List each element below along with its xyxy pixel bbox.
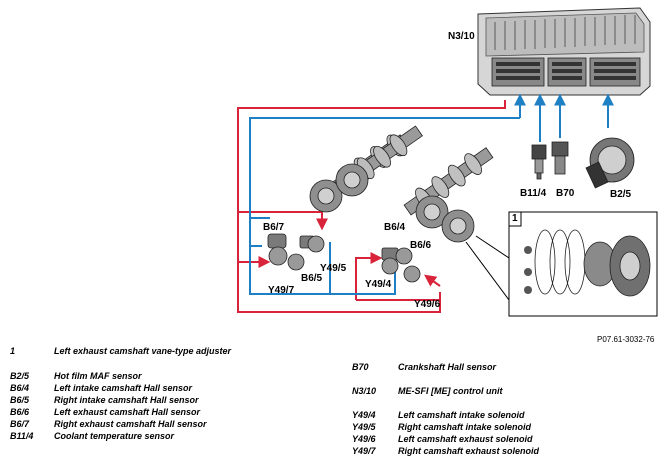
legend-desc: Right exhaust camshaft Hall sensor [54, 419, 207, 429]
legend-code: Y49/4 [352, 410, 376, 420]
system-diagram: N3/10 B11/4 B70 B2/5 B6/7 B6/5 Y49/5 Y49… [237, 7, 658, 317]
legend-desc: ME-SFI [ME] control unit [398, 386, 503, 396]
legend-code: B6/6 [10, 407, 30, 417]
label-b11-4: B11/4 [520, 188, 547, 199]
legend-left: 1 Left exhaust camshaft vane-type adjuste… [10, 346, 330, 461]
legend-desc: Left intake camshaft Hall sensor [54, 383, 193, 393]
legend-desc: Left exhaust camshaft Hall sensor [54, 407, 201, 417]
right-bank-actuators [267, 233, 325, 271]
right-camshafts [309, 125, 423, 213]
legend-desc: Right camshaft intake solenoid [398, 422, 532, 432]
ecu-unit [477, 7, 651, 96]
label-b2-5: B2/5 [610, 189, 632, 200]
legend-code: B6/4 [10, 383, 30, 393]
legend-desc: Hot film MAF sensor [54, 371, 142, 381]
legend-code: B2/5 [10, 371, 30, 381]
label-y49-5: Y49/5 [320, 263, 347, 274]
legend-desc: Coolant temperature sensor [54, 431, 175, 441]
legend-code: B70 [352, 362, 369, 372]
legend-desc: Left exhaust camshaft vane-type adjuster [54, 346, 232, 356]
legend-code: Y49/5 [352, 422, 376, 432]
legend-code: B11/4 [10, 431, 34, 441]
crankshaft-sensor [551, 141, 569, 175]
label-b6-7: B6/7 [263, 222, 285, 233]
label-inset: 1 [512, 213, 518, 224]
legend-desc: Left camshaft exhaust solenoid [398, 434, 533, 444]
label-ecu: N3/10 [448, 31, 475, 42]
legend-code: Y49/6 [352, 434, 376, 444]
diagram-canvas [237, 7, 658, 317]
label-b6-4: B6/4 [384, 222, 406, 233]
legend-code: Y49/7 [352, 446, 376, 456]
label-y49-6: Y49/6 [414, 299, 441, 310]
left-bank-actuators [381, 247, 421, 283]
label-y49-7: Y49/7 [268, 285, 295, 296]
legend-desc: Right intake camshaft Hall sensor [54, 395, 199, 405]
legend-code: B6/7 [10, 419, 30, 429]
legend-desc: Left camshaft intake solenoid [398, 410, 525, 420]
label-b70: B70 [556, 188, 575, 199]
legend-desc: Crankshaft Hall sensor [398, 362, 497, 372]
label-y49-4: Y49/4 [365, 279, 392, 290]
left-camshafts [403, 147, 494, 243]
figure-reference: P07.61-3032-76 [597, 335, 655, 344]
label-b6-6: B6/6 [410, 240, 432, 251]
legend-code: N3/10 [352, 386, 377, 396]
label-b6-5: B6/5 [301, 273, 323, 284]
inset-panel [465, 211, 658, 317]
wiring [237, 93, 614, 313]
legend-desc: Right camshaft exhaust solenoid [398, 446, 540, 456]
legend-code: B6/5 [10, 395, 30, 405]
legend-code: 1 [10, 346, 16, 356]
maf-sensor [585, 137, 635, 189]
coolant-sensor [531, 144, 547, 180]
